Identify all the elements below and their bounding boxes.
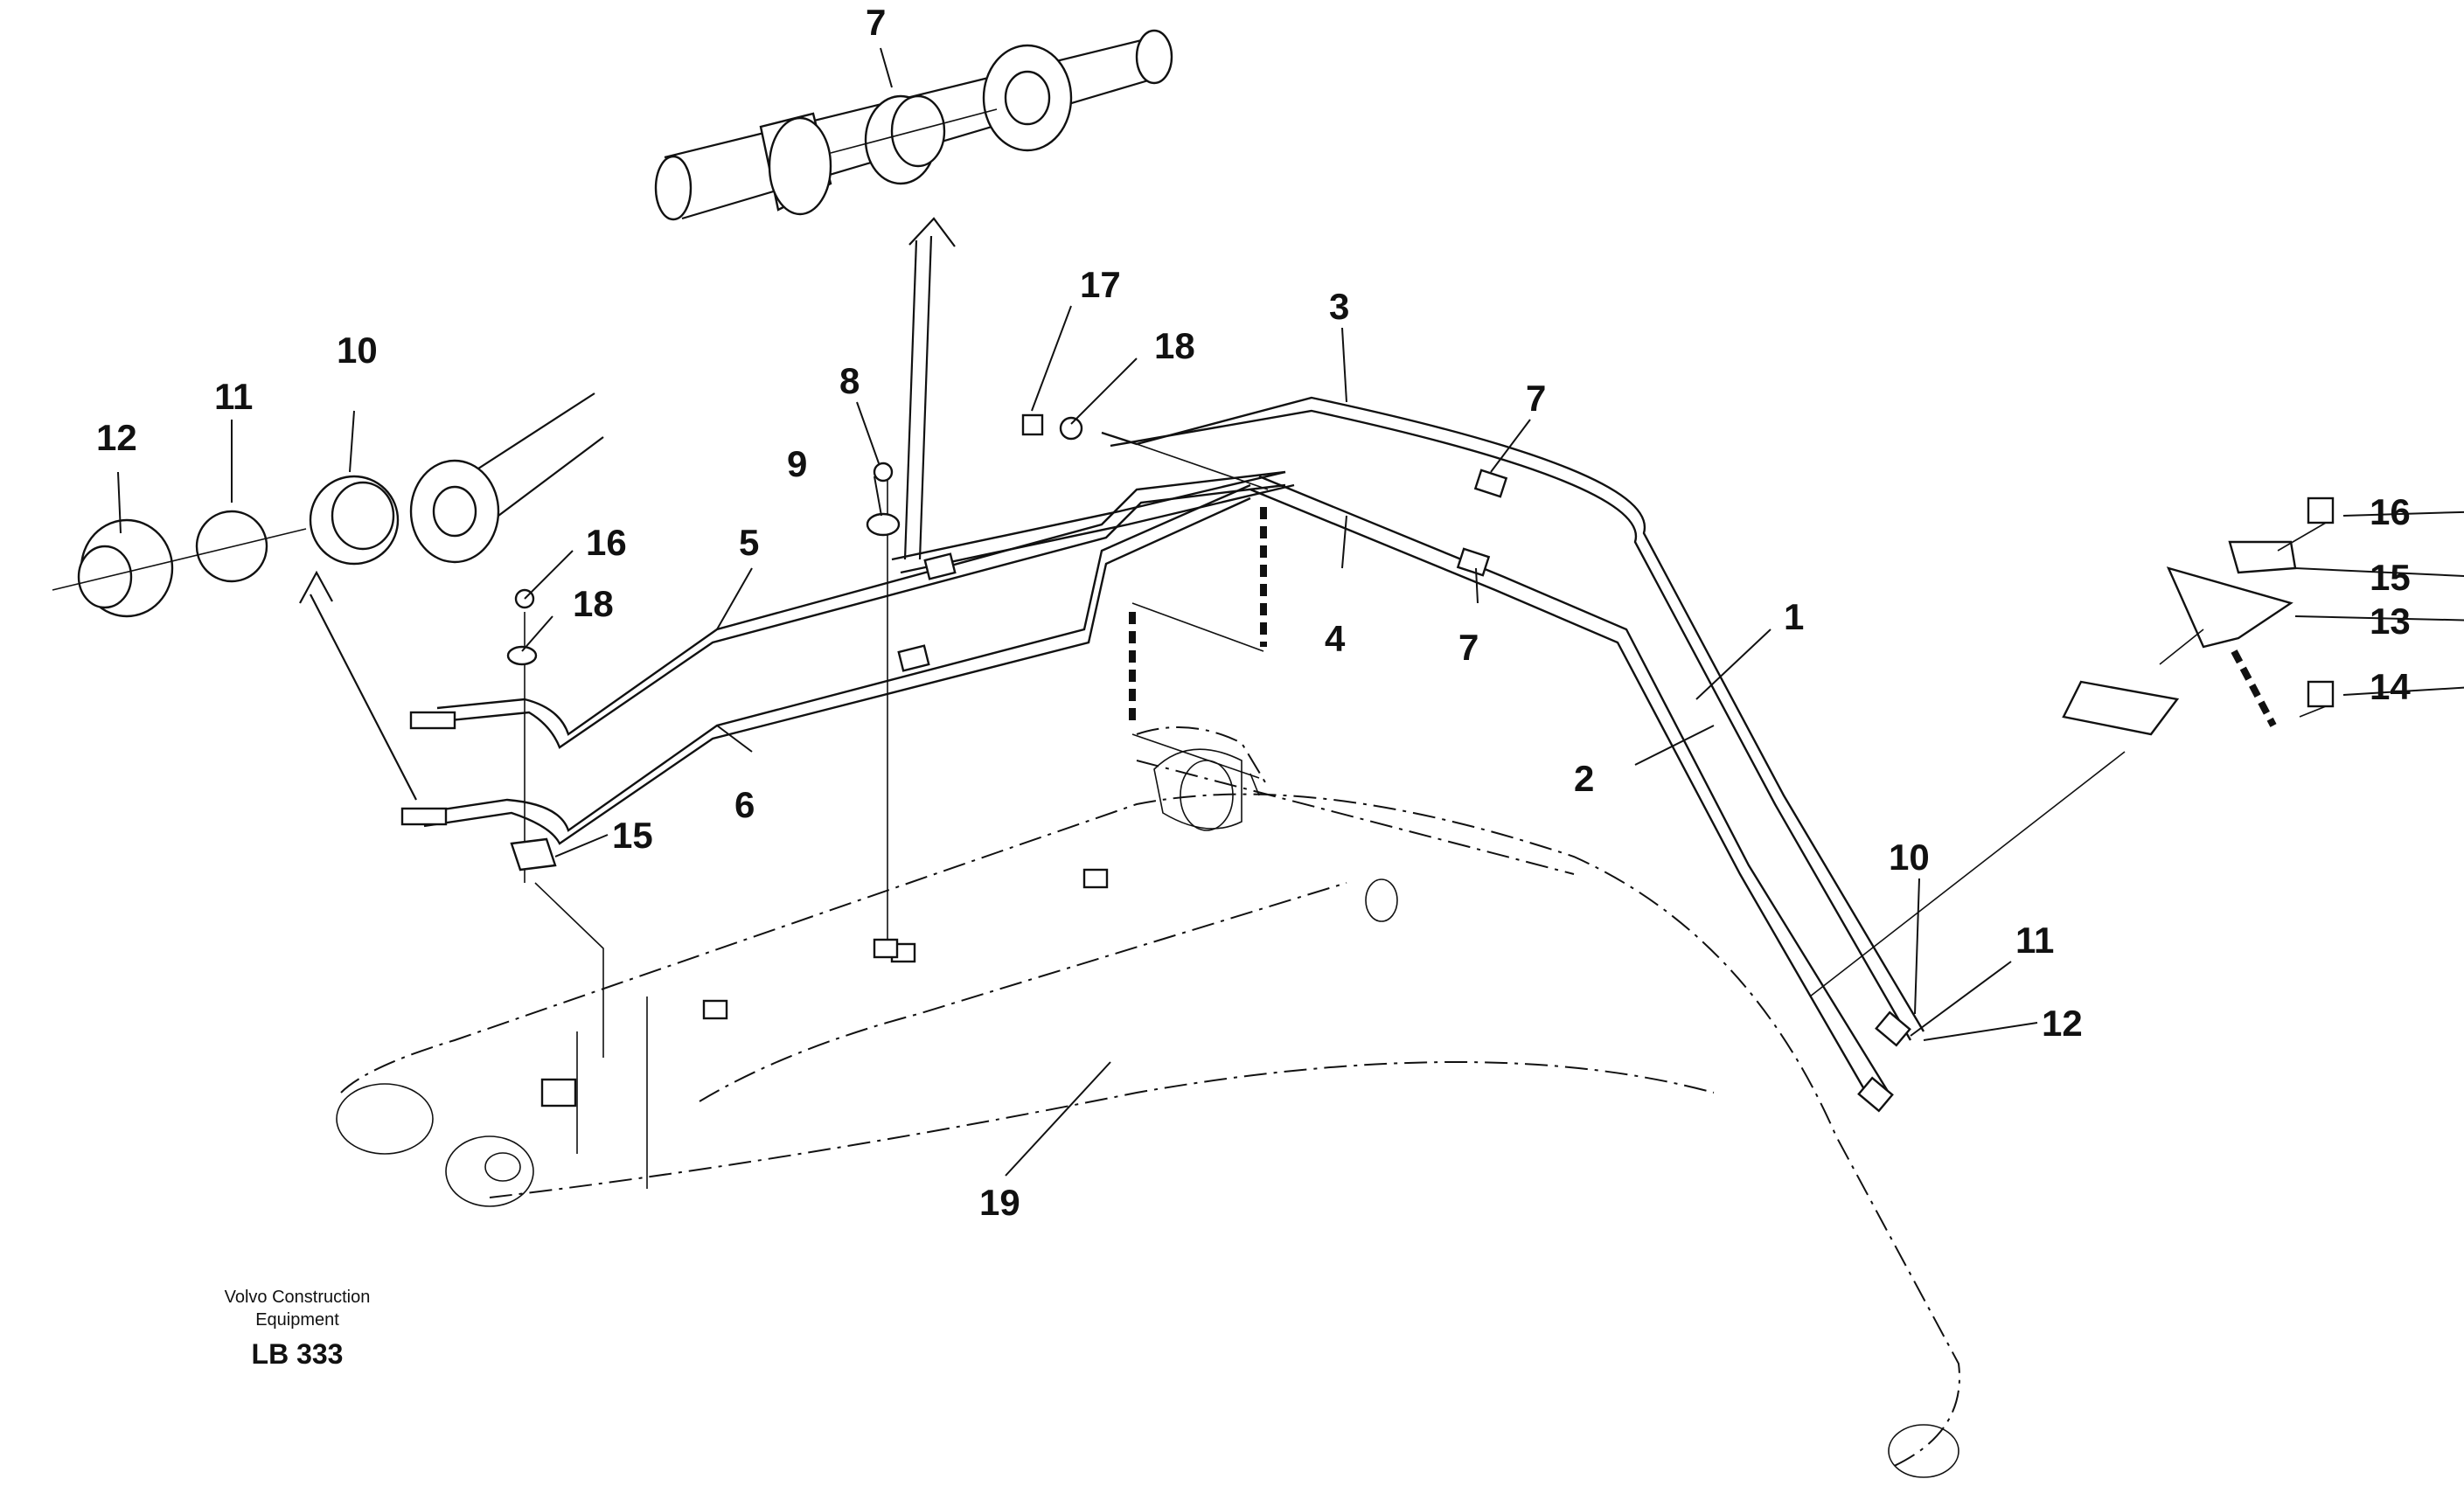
mounting-hardware — [506, 413, 2335, 1058]
label-11-right: 11 — [2015, 920, 2054, 961]
label-19: 19 — [979, 1182, 1020, 1223]
label-2: 2 — [1574, 758, 1594, 799]
label-18-top: 18 — [1154, 325, 1195, 366]
label-16-right: 16 — [2370, 491, 2411, 532]
pipes-lower — [400, 469, 1911, 1113]
label-12-left: 12 — [96, 417, 137, 458]
leader-lines — [117, 47, 2464, 1177]
label-8: 8 — [839, 360, 860, 401]
explode-arrows — [299, 217, 956, 801]
label-15-left: 15 — [612, 815, 653, 856]
footer: Volvo Construction Equipment LB 333 — [225, 1288, 371, 1370]
pipes-upper — [891, 396, 1925, 1102]
part-labels: 7 10 11 12 17 18 3 8 9 7 16 5 18 4 7 1 2… — [96, 2, 2411, 1223]
label-5: 5 — [739, 522, 759, 563]
label-10-right: 10 — [1889, 837, 1930, 878]
label-17: 17 — [1080, 264, 1121, 305]
label-13: 13 — [2370, 601, 2411, 642]
diagram-code: LB 333 — [252, 1338, 344, 1370]
label-14: 14 — [2370, 666, 2411, 707]
label-15-right: 15 — [2370, 557, 2411, 598]
boom-outline — [336, 726, 1960, 1478]
label-9: 9 — [787, 443, 807, 484]
coupling-detail-top — [654, 29, 1173, 221]
label-11-left: 11 — [214, 376, 253, 417]
label-1: 1 — [1784, 596, 1804, 637]
label-6: 6 — [734, 784, 755, 825]
label-18-left: 18 — [573, 583, 614, 624]
label-7-mid: 7 — [1526, 378, 1546, 419]
label-3: 3 — [1329, 286, 1349, 327]
label-10-left: 10 — [337, 330, 378, 371]
maker-line-1: Volvo Construction — [225, 1288, 371, 1307]
label-12-right: 12 — [2042, 1003, 2083, 1044]
label-7-top: 7 — [866, 2, 886, 43]
fitting-detail-left — [52, 392, 604, 618]
label-7-lower: 7 — [1458, 627, 1479, 668]
label-4: 4 — [1325, 618, 1346, 659]
maker-line-2: Equipment — [255, 1310, 339, 1330]
label-16-left: 16 — [586, 522, 627, 563]
